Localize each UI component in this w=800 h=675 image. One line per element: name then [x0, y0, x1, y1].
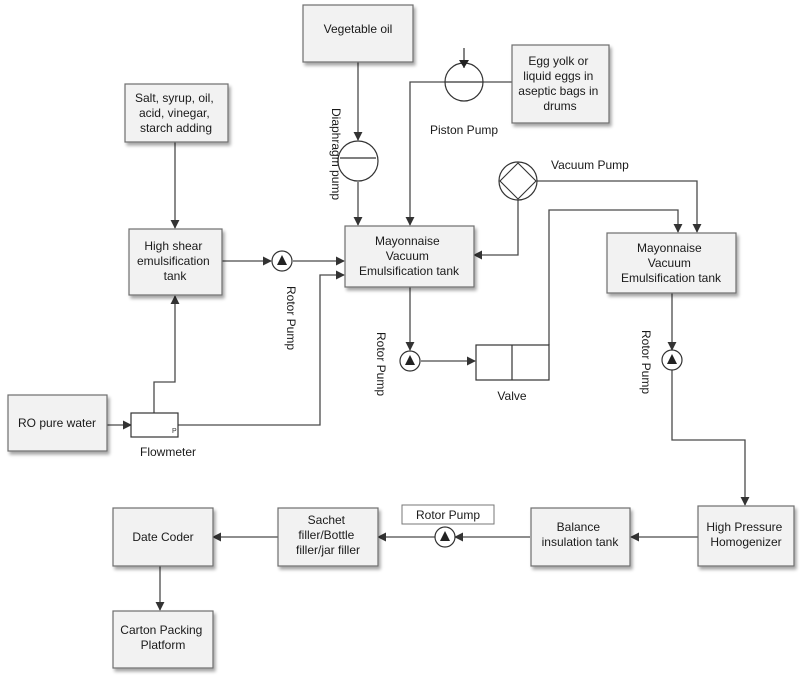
- high-shear-tank-box: High shear emulsification tank: [128, 228, 223, 296]
- rotor-pump-4-icon: [434, 526, 456, 548]
- carton-packing-box: Carton Packing Platform: [112, 610, 214, 669]
- rotor-pump-3-label: Rotor Pump: [639, 330, 653, 394]
- flowmeter-icon: P: [130, 412, 179, 438]
- svg-text:Sachet filler/Bottle: Sachet filler/Bottle filler/jar filler: [296, 513, 360, 557]
- svg-text:High shear emulsificatio: High shear emulsification tank: [137, 239, 213, 283]
- flow-vacuum-to-mayo-tank-2: [537, 180, 702, 233]
- svg-text:Carton Packing Platform: Carton Packing Platform: [120, 623, 205, 652]
- vacuum-pump-label: Vacuum Pump: [551, 158, 629, 172]
- flowmeter-mark: P: [172, 428, 177, 435]
- flow-flowmeter-to-high-shear: [153, 295, 180, 413]
- flow-piston-to-mayo-tank-1: [405, 81, 445, 226]
- rotor-pump-2-label: Rotor Pump: [374, 332, 388, 396]
- flowmeter-label: Flowmeter: [140, 445, 196, 459]
- rotor-pump-3-icon: [661, 349, 683, 371]
- svg-text:Date Coder: Date Coder: [132, 530, 193, 544]
- svg-text:RO pure water: RO pure water: [18, 416, 96, 430]
- valve-icon: [475, 344, 550, 381]
- flow-valve-to-mayo-tank-2: [548, 209, 683, 345]
- mayo-tank-1-box: Mayonnaise Vacuum Emulsification tank: [344, 225, 475, 288]
- salt-syrup-box: Salt, syrup, oil, acid, vinegar, starch …: [124, 83, 229, 143]
- homogenizer-box: High Pressure Homogenizer: [697, 505, 795, 567]
- svg-text:Vegetable oil: Vegetable oil: [324, 22, 393, 36]
- rotor-pump-1-label: Rotor Pump: [284, 286, 298, 350]
- ro-water-box: RO pure water: [7, 394, 108, 452]
- filler-box: Sachet filler/Bottle filler/jar filler: [277, 507, 379, 567]
- mayo-tank-2-box: Mayonnaise Vacuum Emulsification tank: [606, 232, 737, 294]
- flow-vacuum-to-mayo-tank-1: [473, 200, 519, 260]
- diaphragm-pump-icon: [337, 140, 379, 182]
- rotor-pump-2-icon: [399, 350, 421, 372]
- diaphragm-pump-label: Diaphragm pump: [329, 108, 343, 200]
- piston-pump-label: Piston Pump: [430, 123, 498, 137]
- valve-label: Valve: [497, 389, 526, 403]
- svg-text:Mayonnaise Vacuum: Mayonnaise Vacuum Emulsification tank: [359, 234, 460, 278]
- balance-tank-box: Balance insulation tank: [530, 507, 631, 567]
- connectors: [107, 62, 750, 611]
- piston-pump-icon: [444, 48, 484, 102]
- rotor-pump-1-icon: [271, 250, 293, 272]
- svg-text:Balance insulation tank: Balance insulation tank: [542, 520, 620, 549]
- vacuum-pump-icon: [498, 161, 538, 201]
- date-coder-box: Date Coder: [112, 507, 214, 567]
- vegetable-oil-box: Vegetable oil: [302, 4, 414, 63]
- flow-flowmeter-to-mayo-tank-1: [178, 270, 345, 426]
- rotor-pump-4-label-box: Rotor Pump: [401, 504, 495, 525]
- svg-text:Salt, syrup, oil, acid,: Salt, syrup, oil, acid, vinegar, starch …: [135, 91, 217, 135]
- svg-text:Mayonnaise Vacuum: Mayonnaise Vacuum Emulsification tank: [621, 241, 722, 285]
- svg-text:High Pressure Homogenize: High Pressure Homogenizer: [706, 520, 785, 549]
- egg-yolk-box: Egg yolk or liquid eggs in aseptic bags …: [511, 44, 610, 124]
- flow-rotor-3-to-homogenizer: [671, 370, 750, 506]
- rotor-pump-4-label: Rotor Pump: [416, 508, 480, 522]
- svg-text:Egg yolk or liquid eggs: Egg yolk or liquid eggs in aseptic bags …: [518, 54, 601, 113]
